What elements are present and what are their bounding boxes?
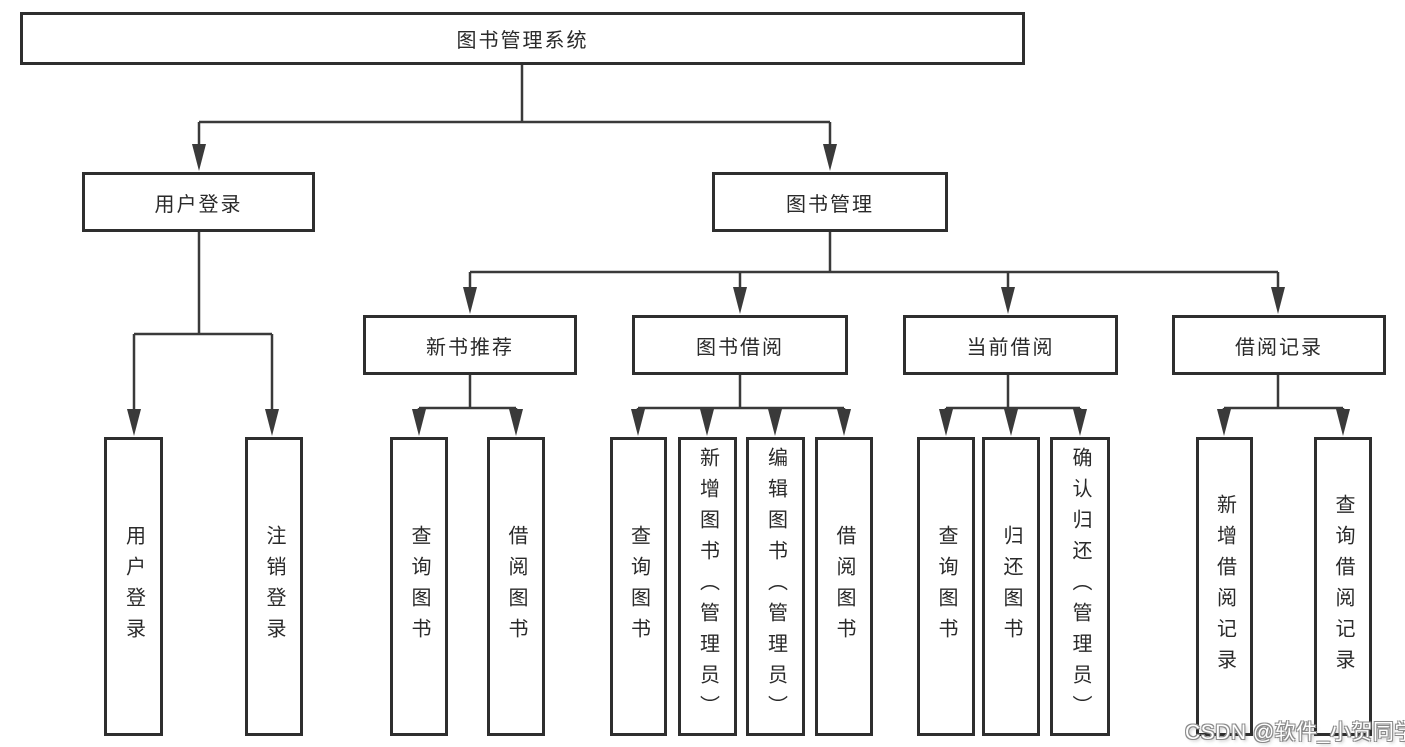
leaf-edit-books-admin: 编辑图书（管理员） [746, 437, 805, 736]
node-label: 用户登录 [122, 524, 145, 649]
leaf-query-borrow-record: 查询借阅记录 [1314, 437, 1372, 736]
node-label: 图书管理 [786, 193, 874, 216]
leaf-add-borrow-record: 新增借阅记录 [1196, 437, 1253, 736]
node-label: 用户登录 [154, 193, 243, 216]
node-label: 归还图书 [1000, 524, 1022, 649]
leaf-add-books-admin: 新增图书（管理员） [678, 437, 737, 736]
node-label: 图书借阅 [696, 336, 784, 359]
node-label: 图书管理系统 [456, 30, 589, 52]
node-user-login: 用户登录 [82, 172, 315, 232]
node-label: 新增图书（管理员） [696, 447, 719, 726]
leaf-user-login: 用户登录 [104, 437, 163, 736]
node-current-borrowing: 当前借阅 [903, 315, 1118, 375]
node-borrow-records: 借阅记录 [1172, 315, 1386, 375]
arrowhead-icons [127, 144, 1350, 436]
node-label: 查询图书 [408, 524, 430, 649]
watermark: CSDN @软件_小贺同学 [1185, 721, 1405, 744]
node-label: 新书推荐 [426, 336, 514, 359]
node-label: 查询借阅记录 [1332, 493, 1354, 680]
leaf-borrow-books-recommend: 借阅图书 [487, 437, 545, 736]
leaf-confirm-return-admin: 确认归还（管理员） [1050, 437, 1110, 736]
node-label: 确认归还（管理员） [1069, 447, 1091, 726]
node-label: 借阅图书 [505, 524, 527, 649]
node-label: 编辑图书（管理员） [764, 447, 787, 726]
node-label: 新增借阅记录 [1213, 493, 1236, 680]
node-label: 查询图书 [935, 524, 957, 649]
leaf-query-books-recommend: 查询图书 [390, 437, 448, 736]
node-label: 借阅图书 [833, 524, 855, 649]
node-book-management: 图书管理 [712, 172, 948, 232]
leaf-return-books: 归还图书 [982, 437, 1040, 736]
leaf-query-books-borrowing: 查询图书 [610, 437, 667, 736]
leaf-logout: 注销登录 [245, 437, 303, 736]
node-root-library-system: 图书管理系统 [20, 12, 1025, 65]
node-label: 借阅记录 [1235, 336, 1323, 359]
node-book-borrowing: 图书借阅 [632, 315, 848, 375]
node-label: 当前借阅 [966, 336, 1055, 359]
node-label: 查询图书 [627, 524, 650, 649]
leaf-borrow-books: 借阅图书 [815, 437, 873, 736]
node-new-book-recommend: 新书推荐 [363, 315, 577, 375]
leaf-query-books-current: 查询图书 [917, 437, 975, 736]
node-label: 注销登录 [263, 524, 285, 649]
